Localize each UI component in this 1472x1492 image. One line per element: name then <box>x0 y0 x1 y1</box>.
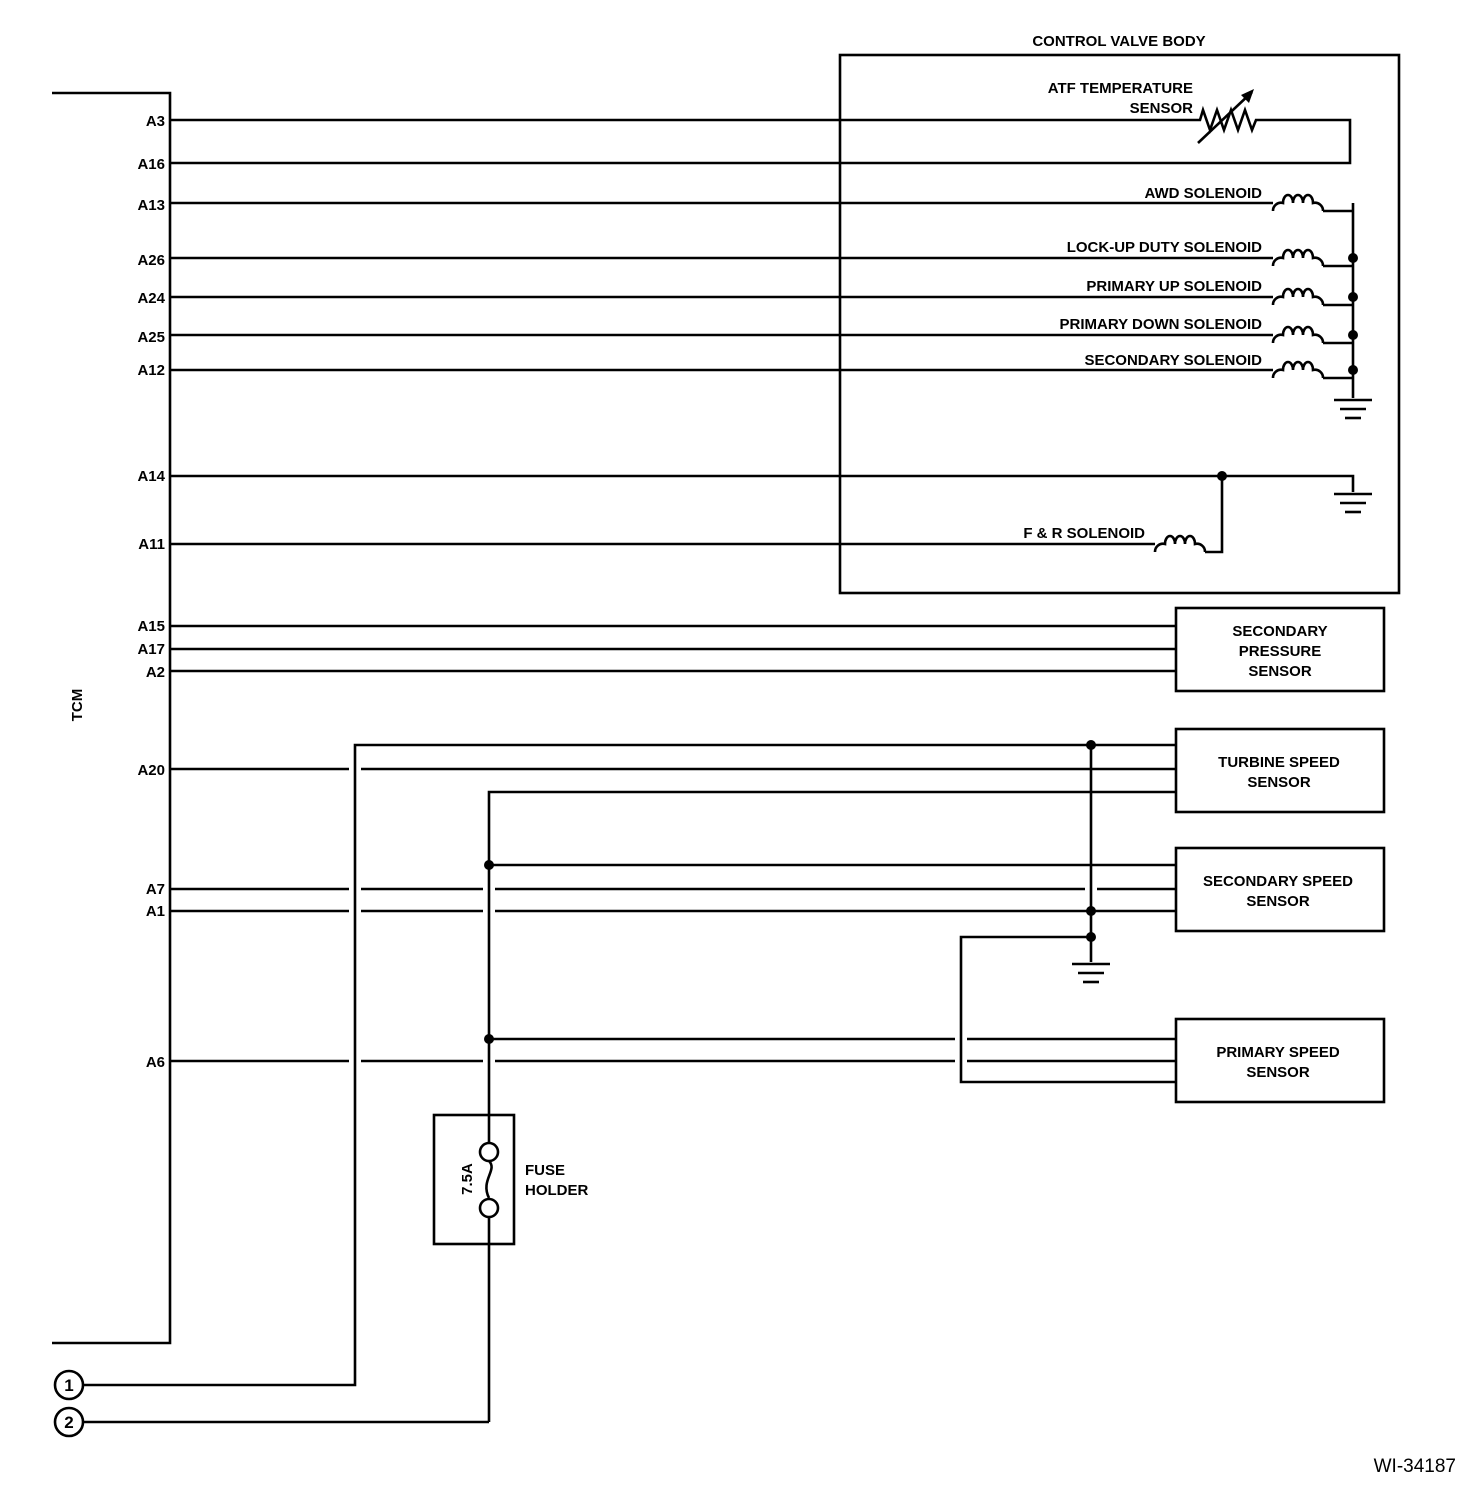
pin-a1: A1 <box>146 903 165 920</box>
junction-dot <box>1086 906 1096 916</box>
pin-a12: A12 <box>137 362 165 379</box>
pin-a3: A3 <box>146 113 165 130</box>
fuse-rating: 7.5A <box>459 1163 476 1195</box>
pin-a25: A25 <box>137 329 165 346</box>
pin-labels: A3 A16 A13 A26 A24 A25 A12 A14 A11 A15 A… <box>137 113 165 1071</box>
secondary-speed-label-1: SECONDARY SPEED <box>1203 873 1353 890</box>
turbine-speed-label-2: SENSOR <box>1247 774 1311 791</box>
pin-a24: A24 <box>137 290 165 307</box>
junction-dot <box>1348 330 1358 340</box>
junction-dot <box>1086 740 1096 750</box>
primary-up-solenoid-coil <box>1271 287 1353 307</box>
fuse-holder: 7.5A FUSE HOLDER <box>432 1113 589 1246</box>
pin-a6: A6 <box>146 1054 165 1071</box>
secondary-pressure-label-3: SENSOR <box>1248 663 1312 680</box>
turbine-speed-sensor: TURBINE SPEED SENSOR <box>1174 727 1386 814</box>
junction-dot <box>1348 292 1358 302</box>
figure-id: WI-34187 <box>1374 1456 1456 1477</box>
junction-dot <box>1348 365 1358 375</box>
pin-a13: A13 <box>137 197 165 214</box>
control-valve-body-title: CONTROL VALVE BODY <box>1032 33 1205 50</box>
primary-down-solenoid-coil <box>1271 325 1353 345</box>
fr-solenoid-label: F & R SOLENOID <box>1023 525 1145 542</box>
speed-sensor-wiring <box>84 740 1176 1424</box>
secondary-solenoid-coil <box>1271 360 1353 380</box>
tcm-label: TCM <box>69 689 86 722</box>
fr-solenoid-coil <box>1153 476 1224 554</box>
control-valve-body-box <box>838 53 1401 595</box>
pin-a26: A26 <box>137 252 165 269</box>
pin-a11: A11 <box>138 536 165 553</box>
pin-a2: A2 <box>146 664 165 681</box>
primary-down-solenoid-label: PRIMARY DOWN SOLENOID <box>1059 316 1262 333</box>
atf-temperature-sensor: ATF TEMPERATURE SENSOR <box>170 80 1352 165</box>
pin-a14: A14 <box>137 468 165 485</box>
connector-2: 2 <box>53 1406 85 1438</box>
pin-a17: A17 <box>137 641 165 658</box>
primary-speed-label-1: PRIMARY SPEED <box>1216 1044 1340 1061</box>
secondary-pressure-label-2: PRESSURE <box>1239 643 1322 660</box>
lockup-solenoid-coil <box>1271 248 1353 268</box>
atf-sensor-label-2: SENSOR <box>1130 100 1194 117</box>
lockup-solenoid-label: LOCK-UP DUTY SOLENOID <box>1067 239 1262 256</box>
pin-a20: A20 <box>137 762 165 779</box>
ground-symbol <box>1072 962 1110 984</box>
tcm-outline <box>52 91 172 1345</box>
ground-symbol <box>1334 492 1372 514</box>
primary-up-solenoid-label: PRIMARY UP SOLENOID <box>1086 278 1262 295</box>
awd-solenoid-coil <box>1271 193 1353 213</box>
awd-solenoid-label: AWD SOLENOID <box>1144 185 1262 202</box>
connector-2-label: 2 <box>64 1413 73 1432</box>
secondary-pressure-sensor: SECONDARY PRESSURE SENSOR <box>170 606 1386 693</box>
secondary-solenoid-label: SECONDARY SOLENOID <box>1084 352 1262 369</box>
solenoid-group: AWD SOLENOID LOCK-UP DUTY SOLENOID PRIMA… <box>170 185 1372 420</box>
secondary-speed-sensor: SECONDARY SPEED SENSOR <box>1174 846 1386 933</box>
pin-a16: A16 <box>137 156 165 173</box>
connector-1: 1 <box>53 1369 85 1401</box>
pin-a7: A7 <box>146 881 165 898</box>
secondary-pressure-label-1: SECONDARY <box>1232 623 1327 640</box>
secondary-speed-label-2: SENSOR <box>1246 893 1310 910</box>
fuse-holder-label-1: FUSE <box>525 1162 565 1179</box>
pin-a15: A15 <box>137 618 165 635</box>
fr-solenoid-group: F & R SOLENOID <box>170 471 1372 554</box>
connector-1-label: 1 <box>64 1376 73 1395</box>
turbine-speed-label-1: TURBINE SPEED <box>1218 754 1340 771</box>
ground-symbol <box>1334 398 1372 420</box>
fuse-holder-label-2: HOLDER <box>525 1182 589 1199</box>
junction-dot <box>1348 253 1358 263</box>
primary-speed-sensor: PRIMARY SPEED SENSOR <box>1174 1017 1386 1104</box>
atf-sensor-label-1: ATF TEMPERATURE <box>1048 80 1193 97</box>
primary-speed-label-2: SENSOR <box>1246 1064 1310 1081</box>
